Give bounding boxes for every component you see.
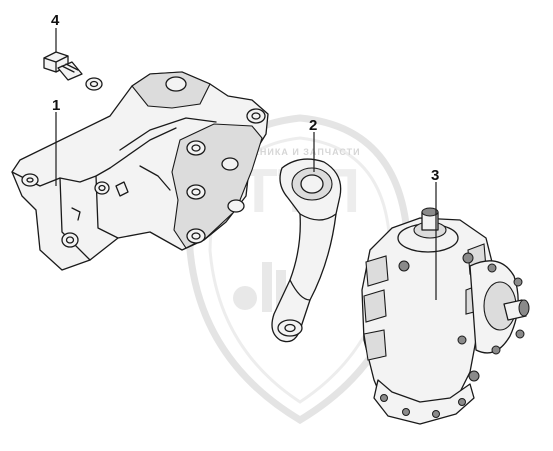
callout-4: 4 (51, 12, 60, 29)
part-4-bolt (43, 51, 83, 81)
part-4-washer (85, 77, 103, 91)
callout-2: 2 (309, 117, 317, 134)
watermark-text: ТЕХНИКА И ЗАПЧАСТИ (239, 147, 360, 157)
callout-3: 3 (431, 167, 439, 184)
part-2-pitman-arm (271, 158, 342, 343)
part-1-mounting-bracket (11, 71, 269, 271)
part-3-steering-gearbox (361, 207, 530, 425)
callout-1: 1 (52, 97, 60, 114)
